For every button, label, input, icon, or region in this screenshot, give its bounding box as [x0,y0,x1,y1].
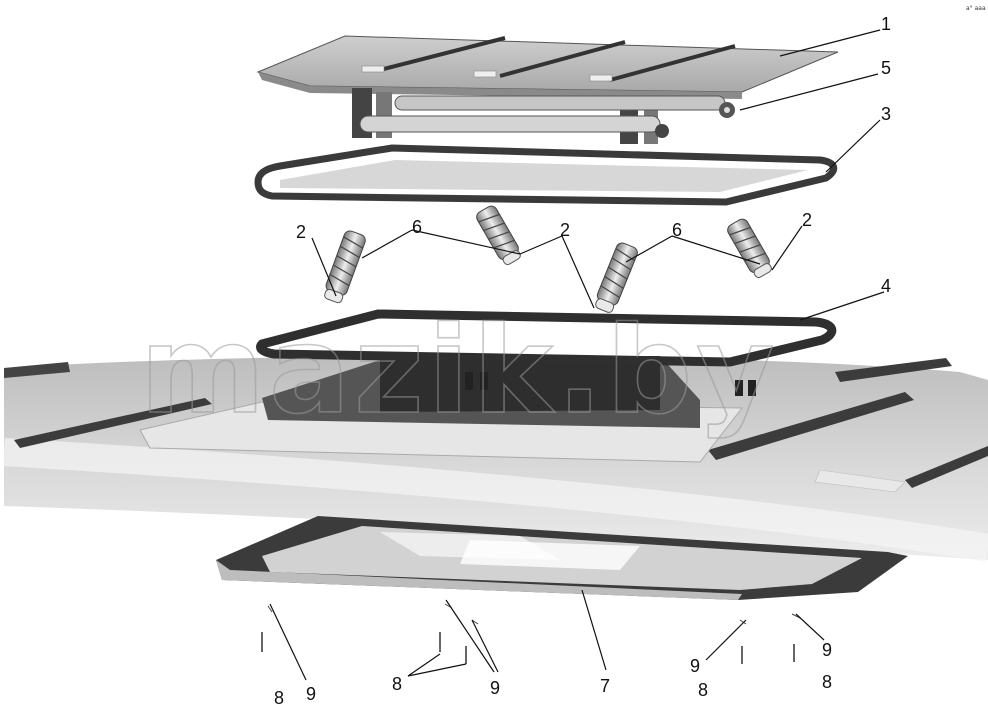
screw-group [261,632,795,664]
callout-2-right: 2 [802,210,812,230]
spring-left-rear [476,205,521,265]
callout-4: 4 [881,276,891,296]
callout-2-left: 2 [296,222,306,242]
upper-seal-frame [254,144,838,206]
corner-mark: a° aaa [966,5,986,12]
washer-group [267,603,801,625]
lower-seal-frame [256,309,837,396]
callout-2-center: 2 [560,220,570,240]
callout-labels: 1 5 3 2 6 2 6 2 4 8 9 8 9 7 9 8 9 8 [274,14,891,708]
spring-right-front [595,242,638,313]
inner-trim-frame [216,516,908,600]
callout-9-right-b: 9 [822,640,832,660]
cab-roof-panel [3,355,988,562]
callout-6-right: 6 [672,220,682,240]
hinge-mechanism [352,88,735,144]
callout-8-center: 8 [392,674,402,694]
spring-right-rear [727,218,772,278]
callout-9-left: 9 [306,684,316,704]
callout-3: 3 [881,104,891,124]
callout-7: 7 [600,676,610,696]
callout-5: 5 [881,58,891,78]
hatch-lid [256,35,839,99]
callout-8-right-b: 8 [822,672,832,692]
callout-8-left: 8 [274,688,284,708]
callout-1: 1 [881,14,891,34]
callout-8-right-a: 8 [698,680,708,700]
leader-lines [269,29,885,681]
spring-left-front [324,230,366,304]
callout-9-center: 9 [490,678,500,698]
watermark: mazik.by [140,302,779,441]
callout-9-right-a: 9 [690,656,700,676]
callout-6-left: 6 [412,217,422,237]
